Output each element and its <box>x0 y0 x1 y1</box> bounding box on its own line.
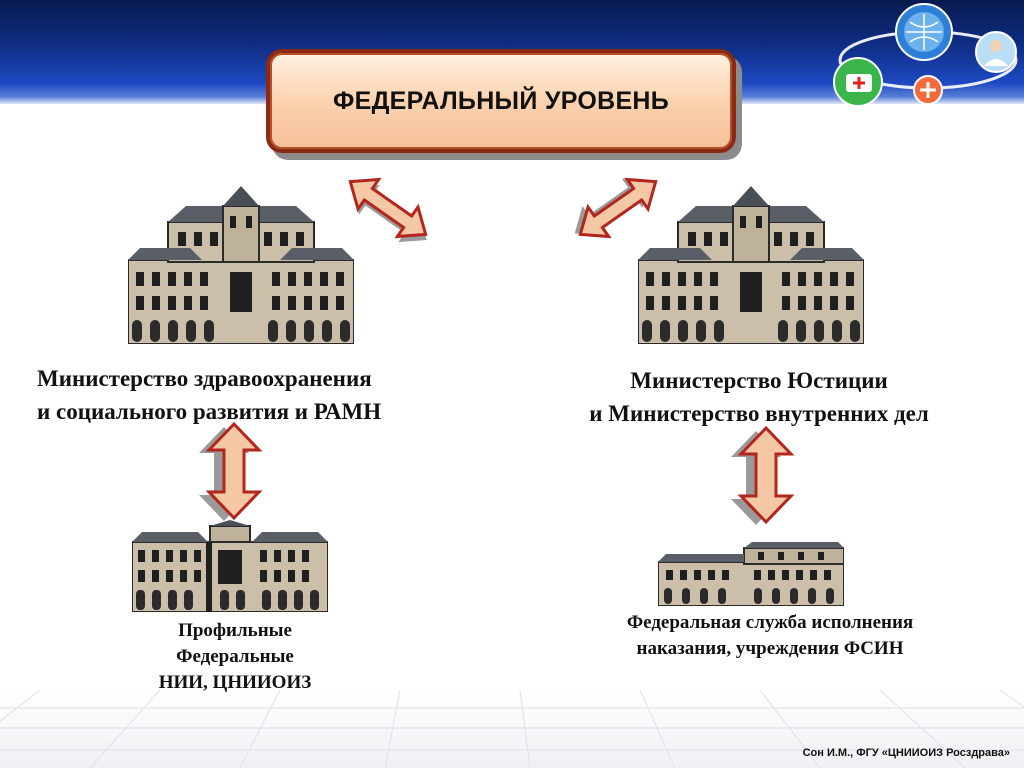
health-ministry-label: Министерство здравоохранения и социально… <box>37 362 497 428</box>
research-institutes-line2: Федеральные <box>176 646 294 667</box>
footer-credit: Сон И.М., ФГУ «ЦНИИОИЗ Росздрава» <box>802 747 1010 759</box>
globe-network-icon <box>895 3 953 61</box>
fsin-building-icon <box>658 542 844 606</box>
page-title: ФЕДЕРАЛЬНЫЙ УРОВЕНЬ <box>332 86 670 115</box>
justice-ministry-line1: Министерство Юстиции <box>630 368 888 393</box>
arrow-health-ministry-to-institutes <box>199 421 263 521</box>
justice-ministry-line2: и Министерство внутренних дел <box>589 401 929 426</box>
health-ministry-line2: и социального развития и РАМН <box>37 399 382 424</box>
research-institutes-line1: Профильные <box>178 620 292 641</box>
medical-kit-icon <box>833 57 883 107</box>
fsin-line2: наказания, учреждения ФСИН <box>636 638 904 659</box>
justice-ministry-building-icon <box>638 186 864 344</box>
health-ministry-line1: Министерство здравоохранения <box>37 366 372 391</box>
arrow-federal-to-health-ministry <box>348 177 428 243</box>
federal-level-box: ФЕДЕРАЛЬНЫЙ УРОВЕНЬ <box>266 49 736 153</box>
arrow-justice-ministry-to-fsin <box>731 425 795 525</box>
research-institutes-label: Профильные Федеральные НИИ, ЦНИИОИЗ <box>120 618 350 696</box>
logo-cluster <box>833 3 1018 107</box>
research-institute-building-icon <box>132 520 328 612</box>
health-ministry-building-icon <box>128 186 354 344</box>
ambulance-icon <box>913 75 943 105</box>
fsin-label: Федеральная служба исполнения наказания,… <box>570 610 970 662</box>
arrow-federal-to-justice-ministry <box>574 177 658 239</box>
fsin-line1: Федеральная служба исполнения <box>626 612 914 633</box>
doctor-icon <box>975 31 1017 73</box>
floor-grid <box>0 690 1024 768</box>
justice-ministry-label: Министерство Юстиции и Министерство внут… <box>534 364 984 430</box>
research-institutes-line3: НИИ, ЦНИИОИЗ <box>158 672 312 693</box>
